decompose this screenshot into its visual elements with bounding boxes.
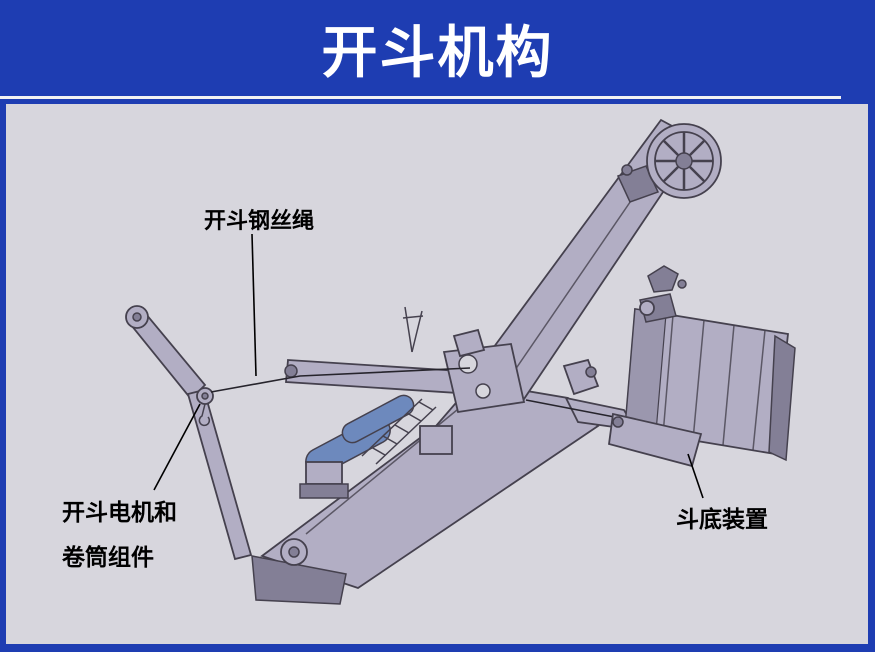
head-pulley-wheel (646, 123, 722, 199)
base-pivot-hub (288, 546, 300, 558)
body-edge-line (305, 395, 475, 535)
saddle-plate (442, 343, 526, 414)
opening-arm (125, 305, 253, 561)
bucket-rib-line (692, 319, 705, 441)
bucket-top-pin (677, 279, 687, 289)
ladder-rail (361, 398, 423, 457)
page-title: 开斗机构 (321, 22, 554, 85)
rope-sheave-hub (201, 392, 209, 400)
antenna-line (404, 306, 413, 353)
saddle-hole-upper (458, 354, 478, 374)
ladder-rung (394, 424, 410, 434)
pulley-spoke (663, 140, 679, 156)
pulley-bracket-pin (621, 164, 633, 176)
label-bucket-bottom: 斗底装置 (676, 506, 768, 532)
label-wire-rope: 开斗钢丝绳 (204, 208, 315, 233)
hanging-hook (198, 403, 211, 427)
bucket-rib-line (662, 314, 674, 436)
base-plate (251, 555, 347, 605)
beam-anchor (284, 364, 298, 378)
bucket-side-wall (768, 334, 796, 462)
opening-arm-lower-segment (186, 388, 253, 561)
deck-box (305, 461, 343, 485)
saddle-hole-lower (475, 383, 491, 399)
pointer-lines (153, 233, 704, 499)
deck-step (299, 483, 349, 499)
ladder-rail (375, 406, 437, 465)
bucket-bottom-pointer-line (687, 453, 704, 499)
bucket-rib-line (722, 324, 735, 446)
pulley-spoke (689, 140, 705, 156)
antenna-line (411, 310, 423, 353)
bucket-link-pin (585, 366, 597, 378)
title-bar: 开斗机构 (0, 0, 875, 96)
ladder-rung (418, 401, 434, 411)
ladder-rung (406, 412, 422, 422)
bucket-rib-line (752, 329, 766, 451)
opening-arm-end-pin (132, 312, 142, 322)
base-bracket (251, 538, 347, 605)
machine-diagram (125, 118, 796, 605)
pulley-bracket (616, 164, 660, 203)
blue-tank-small (341, 394, 415, 444)
pulley-hub (675, 152, 693, 170)
bucket (608, 265, 796, 468)
bucket-top-bracket (647, 265, 679, 293)
antenna-crossbar (402, 315, 424, 319)
antenna-mast (402, 306, 424, 353)
motor-pointer-line (153, 403, 201, 491)
wire-rope-pointer-line (251, 233, 257, 377)
bucket-door-hinge (612, 416, 624, 428)
label-motor-drum: 开斗电机和 卷筒组件 (62, 490, 177, 580)
label-motor-drum-line1: 开斗电机和 (62, 499, 177, 525)
deck-machinery (299, 306, 453, 499)
wire-rope-line (210, 367, 471, 393)
ladder (361, 398, 437, 465)
diagram-canvas: 开斗钢丝绳 开斗电机和 卷筒组件 斗底装置 (6, 104, 868, 644)
label-motor-drum-line2: 卷筒组件 (62, 544, 154, 570)
bucket-clevis-pin (639, 300, 655, 316)
bucket-top-fittings (639, 265, 687, 323)
ladder-rung (370, 446, 386, 456)
deck-cabinet (419, 425, 453, 455)
ladder-rung (382, 435, 398, 445)
saddle-tab (452, 328, 486, 358)
pulley-spoke (689, 166, 705, 182)
pulley-spoke (663, 166, 679, 182)
title-separator-line (0, 96, 841, 99)
